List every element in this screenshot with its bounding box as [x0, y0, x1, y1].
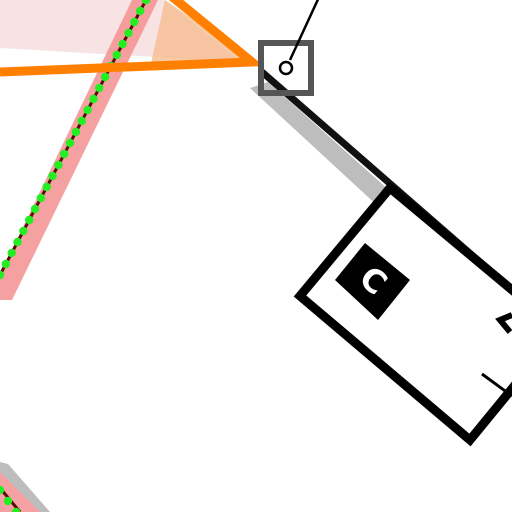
orange-wedge-fill — [150, 0, 255, 68]
bottom-shadow-fragment — [0, 462, 50, 512]
connector-dot — [42, 182, 51, 192]
connector-dot — [19, 226, 28, 236]
connector-dot — [48, 171, 57, 181]
connector-dot — [0, 270, 5, 280]
connector-dot — [124, 28, 133, 38]
connector-dot — [130, 17, 139, 27]
orange-triangle-edge — [0, 0, 265, 77]
connector-dot — [112, 50, 122, 60]
connector-dot — [100, 72, 110, 82]
connector-dot — [135, 6, 145, 16]
anchor-handle[interactable] — [258, 40, 314, 96]
connector-dot — [77, 116, 86, 126]
bottom-connector-dots — [0, 485, 21, 512]
pink-diagonal-band — [0, 0, 158, 300]
connector-dot — [0, 485, 5, 495]
connector-dot — [60, 149, 69, 159]
connector-dot — [65, 138, 75, 148]
connector-dot — [118, 39, 127, 49]
connector-dot — [25, 215, 34, 225]
component-label-tile — [335, 243, 410, 320]
component-pin — [481, 372, 512, 398]
connector-dot — [30, 204, 40, 214]
connector-dot — [36, 193, 46, 203]
connector-dot — [95, 83, 104, 93]
connector-dot — [7, 248, 16, 258]
connector-dot — [71, 127, 81, 137]
component-box[interactable]: C — [293, 181, 512, 447]
connector-dot — [141, 0, 151, 5]
anchor-leader-line — [288, 0, 320, 61]
component-port — [495, 312, 512, 334]
connector-dot — [54, 160, 63, 170]
connector-dot — [11, 507, 21, 512]
connector-dot — [1, 259, 11, 269]
connector-dot — [89, 94, 98, 104]
connector-dot — [3, 496, 13, 506]
anchor-point[interactable] — [278, 60, 294, 76]
connector-dot — [83, 105, 92, 115]
connector-dot — [13, 237, 22, 247]
